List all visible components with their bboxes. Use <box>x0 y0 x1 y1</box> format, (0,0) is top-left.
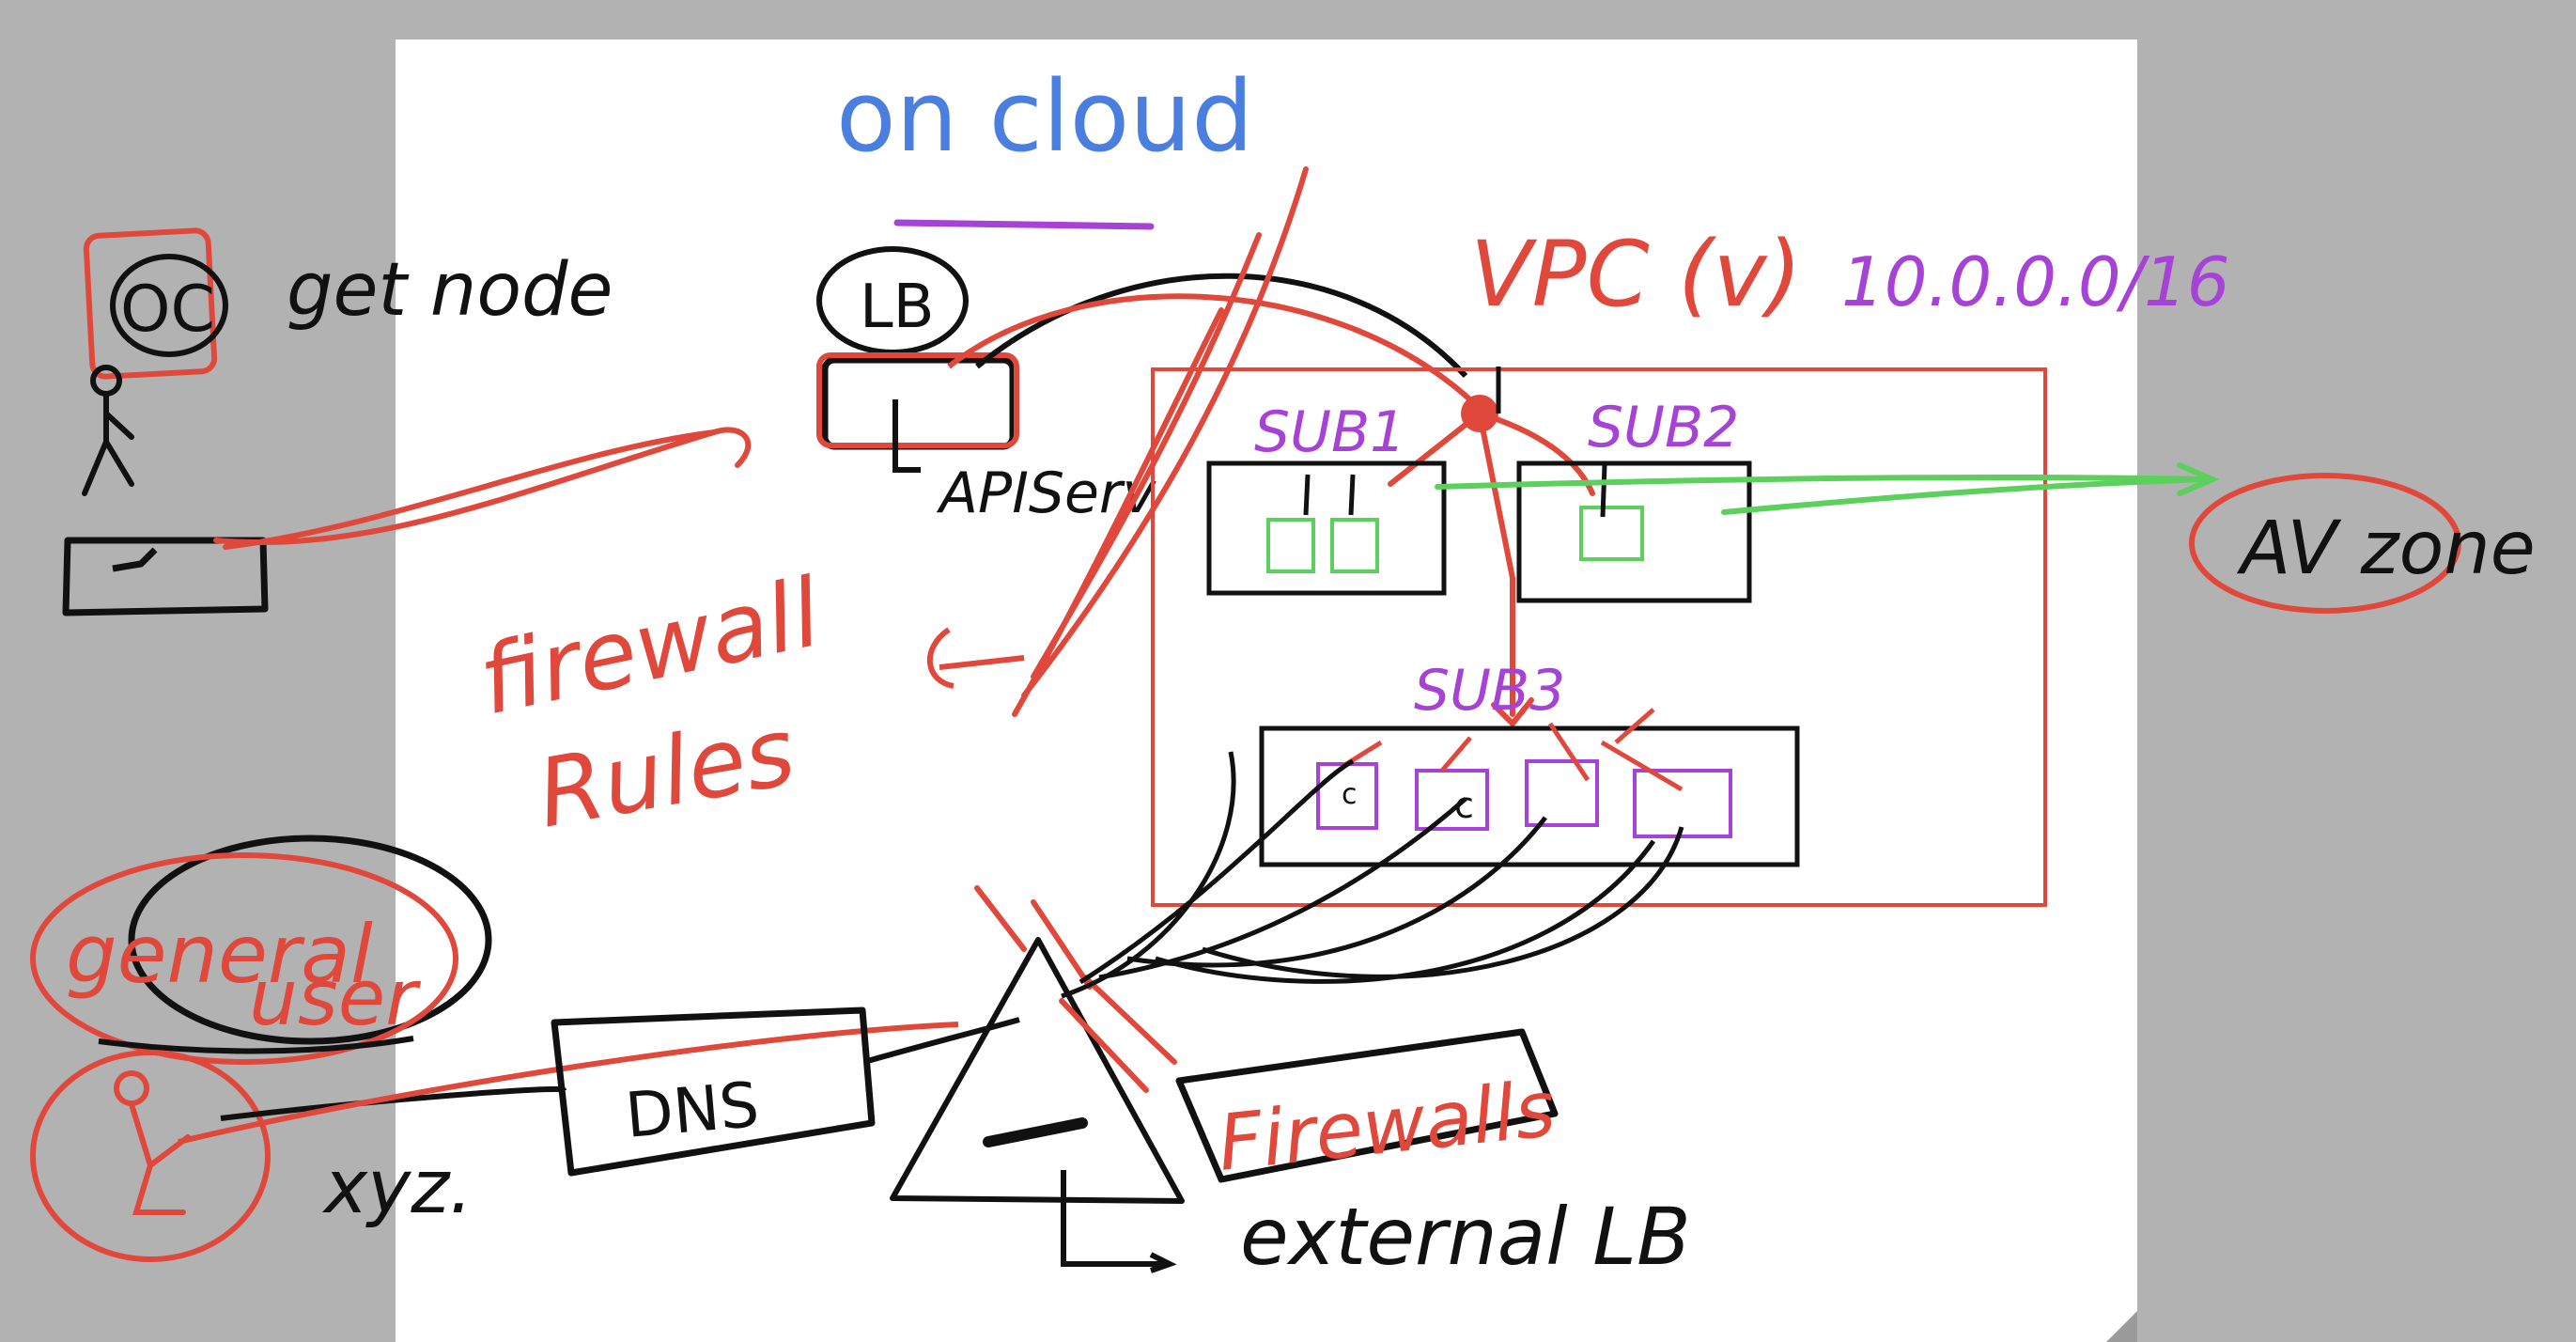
sub1-instance-2 <box>1330 518 1379 573</box>
api-server-highlight <box>816 352 1019 448</box>
get-node-label: get node <box>287 248 613 333</box>
whiteboard-page <box>396 39 2137 1342</box>
vpc-box <box>1151 367 2047 907</box>
sub2-tick <box>1600 464 1607 518</box>
sub1-instance-1 <box>1266 518 1315 573</box>
general-user-underline <box>98 1036 414 1054</box>
cidr-label: 10.0.0.0/16 <box>1841 242 2230 321</box>
sub3-label: SUB3 <box>1414 658 1565 724</box>
sub3-pod-4 <box>1633 769 1732 838</box>
general-user-line1: general <box>66 908 373 1002</box>
router-to-subnets <box>1388 411 1595 728</box>
sub3-pod-2-c: c <box>1454 785 1474 826</box>
laptop-icon <box>62 537 269 616</box>
user-to-dns-line <box>220 1086 566 1121</box>
dns-to-lb-line <box>863 1017 1020 1065</box>
general-user-line2: user <box>249 954 421 1043</box>
external-lb-bar <box>983 1117 1088 1147</box>
oc-circle <box>110 254 228 357</box>
sub3-pod-2 <box>1415 769 1489 831</box>
c-label: C <box>921 676 922 678</box>
lb-label: LB <box>860 273 935 342</box>
oc-label: OC <box>120 273 215 347</box>
domain-label: xyz. <box>321 1146 473 1230</box>
oc-box <box>83 227 218 380</box>
sub2-label: SUB2 <box>1588 395 1739 460</box>
lb-to-vpc-red-curve <box>947 293 1478 407</box>
sub2-box <box>1516 460 1752 603</box>
admin-user-icon <box>82 365 134 496</box>
firewalls-box <box>1175 1028 1559 1183</box>
external-lb-triangle <box>890 937 1185 1204</box>
sub3-box <box>1259 726 1800 867</box>
external-lb-pointer <box>1061 1170 1177 1273</box>
dns-box <box>551 1006 876 1177</box>
av-zone-connection <box>1435 462 2220 515</box>
general-user-icon <box>114 1070 191 1215</box>
admin-to-lb-arrow <box>213 427 752 550</box>
sub3-pod-1-c: c <box>1342 778 1358 811</box>
sub1-box <box>1206 460 1447 596</box>
sub1-label: SUB1 <box>1254 399 1405 465</box>
av-zone-label: AV zone <box>2236 507 2536 591</box>
sub1-ticks <box>1303 474 1356 516</box>
cloud-title: on cloud <box>836 59 1253 174</box>
external-lb-label: external LB <box>1240 1191 1691 1283</box>
general-user-black-ellipse <box>128 835 492 1045</box>
lb-to-pods-lines <box>1061 751 1684 999</box>
sub2-instance <box>1579 506 1644 561</box>
user-to-dns-red-line <box>178 1022 959 1145</box>
title-underline <box>893 219 1155 230</box>
lb-firewall-slashes <box>974 885 1177 1093</box>
general-user-figure-circle <box>30 1050 271 1262</box>
sub3-pod-3 <box>1525 759 1599 827</box>
firewall-slash-lines <box>1012 166 1309 717</box>
vpc-label: VPC (v) <box>1470 222 1802 327</box>
av-zone-ellipse <box>2189 473 2461 614</box>
page-corner-fold <box>2106 1311 2137 1342</box>
api-server-pointer <box>892 399 921 473</box>
dns-label: DNS <box>623 1069 762 1152</box>
general-user-red-ellipse <box>30 852 458 1065</box>
sub3-red-links <box>1342 708 1684 792</box>
c-arrow <box>926 627 1025 689</box>
lb-to-vpc-black-curve <box>975 273 1468 379</box>
